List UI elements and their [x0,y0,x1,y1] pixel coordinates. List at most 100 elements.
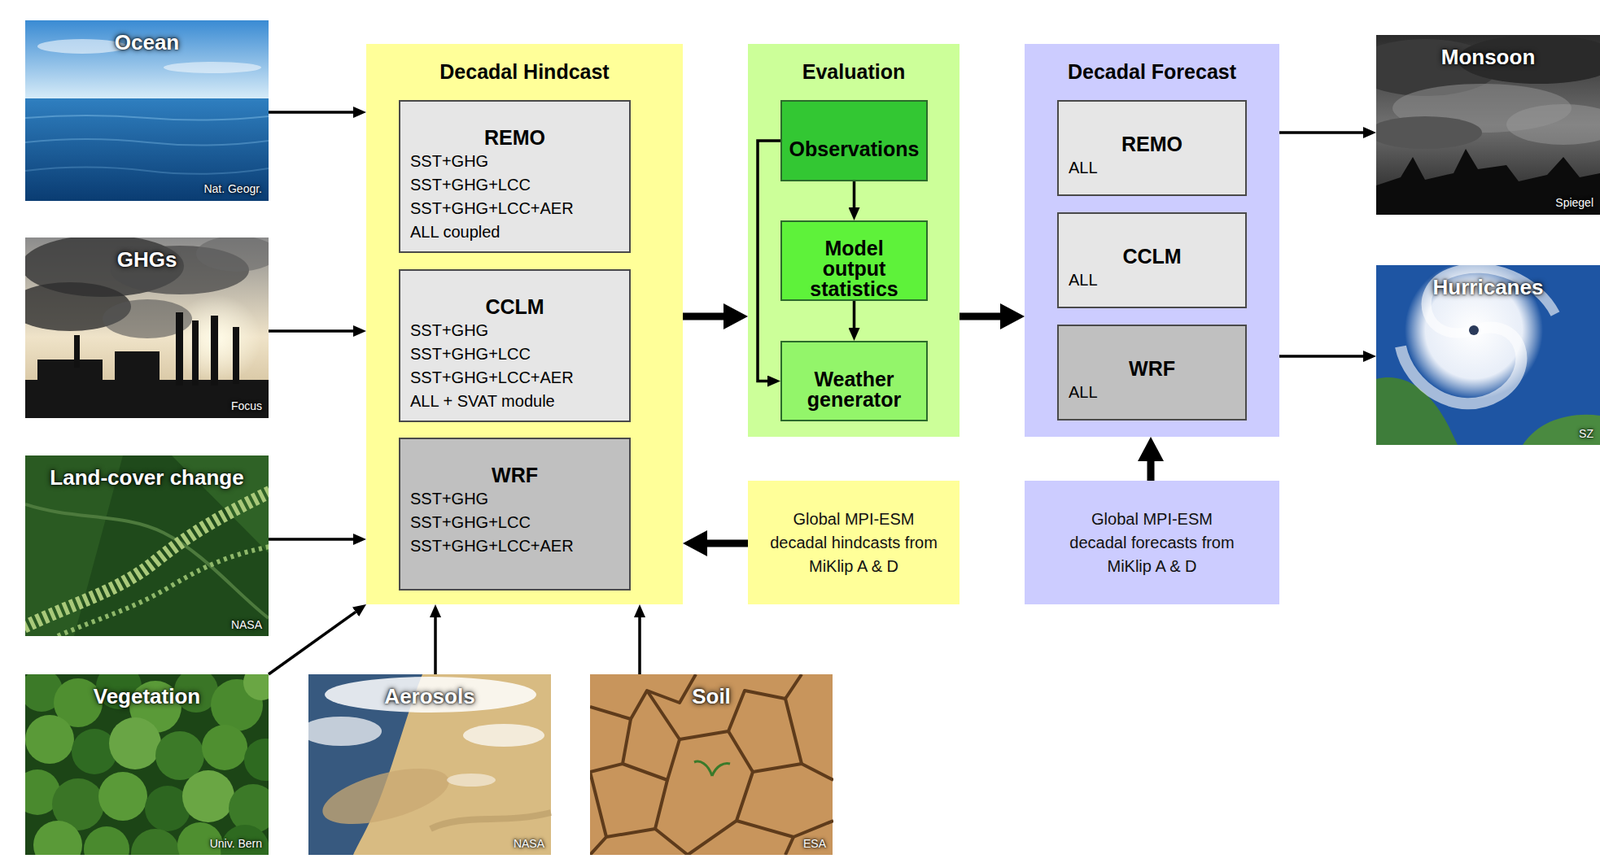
experiment-line: SST+GHG+LCC+AER [410,366,620,390]
soil-photo [728,731,834,781]
model-name: CCLM [1068,244,1236,269]
vegetation-photo [244,738,269,782]
box-label: Observations [789,139,920,160]
vegetation-photo [83,826,130,856]
photo-tile: GHGsFocus [25,237,269,418]
vegetation-photo [155,731,205,781]
arrow-connector [757,140,781,382]
photo-credit: NASA [231,618,263,632]
experiment-line: SST+GHG+LCC [410,511,620,535]
photo-tile: AerosolsNASA [308,674,551,856]
experiment-line: ALL coupled [410,220,620,245]
arrow-connector [682,313,724,321]
soil-photo [590,674,696,720]
model-name: REMO [410,126,620,150]
soil-photo [785,699,802,765]
soil-photo [736,821,834,838]
monsoon-photo [1506,104,1600,145]
panel-title: Decadal Forecast [1024,60,1280,84]
experiment-line: ALL [1068,156,1236,180]
soil-photo [590,772,607,838]
photo-credit: SZ [1578,427,1594,441]
photo-credit: Spiegel [1555,196,1594,210]
arrow-connector [1279,354,1364,359]
forecast-panel: Decadal ForecastREMOALLCCLMALLWRFALL [1024,43,1280,438]
soil-photo [655,829,688,856]
tile-label: Land-cover change [25,465,269,491]
aerosol-photo [463,724,545,748]
photo-tile: VegetationUniv. Bern [25,674,269,856]
panel-title: Evaluation [747,60,960,84]
photo-tile: HurricanesSZ [1376,265,1600,446]
ocean-photo [25,167,269,175]
ghg-photo [210,315,219,386]
model-box: CCLMSST+GHGSST+GHG+LCCSST+GHG+LCC+AERALL… [398,269,631,423]
experiment-line: SST+GHG+LCC [410,173,620,197]
vegetation-photo [182,770,235,823]
box-label: Weather generator [806,369,903,411]
arrow-connector [852,181,857,208]
experiment-line: SST+GHG+LCC+AER [410,534,620,559]
photo-credit: NASA [513,837,545,851]
hurricane-photo [1468,325,1479,336]
experiment-line: SST+GHG [410,319,620,343]
box-label: Global MPI-ESM decadal forecasts from Mi… [1062,507,1243,579]
ghg-photo [25,237,269,419]
ghg-photo [114,351,160,385]
arrow-connector [707,540,748,548]
tile-label: Monsoon [1376,44,1600,70]
soil-photo [590,674,834,856]
ghg-photo [25,380,269,419]
arrow-connector [852,301,857,328]
vegetation-photo [201,725,248,771]
soil-photo [785,837,794,856]
model-box: WRFALL [1057,324,1247,421]
evaluation-panel: EvaluationObservationsModel output stati… [747,43,960,438]
tile-label: Soil [590,684,833,710]
soil-photo [622,690,680,781]
photo-credit: ESA [803,837,827,851]
arrow-connector [268,537,354,542]
model-name: CCLM [410,295,620,320]
ocean-photo [25,20,269,202]
ocean-photo [37,39,127,54]
aerosol-photo [430,813,551,830]
hurricane-photo [1376,265,1600,446]
soil-photo [694,761,731,777]
land-cover-photo [57,545,269,637]
ocean-photo [25,115,269,121]
tile-label: Hurricanes [1376,275,1600,301]
experiment-line: ALL [1068,268,1236,293]
aerosol-photo [308,674,551,856]
ghg-photo [192,320,199,386]
aerosol-photo [308,716,382,747]
model-name: REMO [1068,132,1236,157]
experiment-line: SST+GHG+LCC [410,342,620,367]
ghg-photo [196,237,269,272]
source-box: Global MPI-ESM decadal forecasts from Mi… [1024,480,1280,605]
photo-credit: Nat. Geogr. [203,182,263,196]
process-box: Model output statistics [780,220,928,302]
arrow-connector [1279,131,1364,135]
ocean-photo [25,20,269,99]
vegetation-photo [25,715,75,765]
tile-label: Vegetation [25,684,269,710]
experiment-line: ALL + SVAT module [410,389,620,414]
monsoon-photo [1376,148,1600,215]
ghg-photo [175,312,184,386]
land-cover-photo [25,455,269,637]
photo-tile: SoilESA [590,674,833,856]
tile-label: Ocean [25,30,269,56]
ghg-photo [232,327,240,385]
vegetation-photo [25,674,269,856]
vegetation-photo [33,821,83,856]
tile-label: Aerosols [308,684,551,710]
soil-photo [687,772,753,856]
aerosol-photo [316,757,455,836]
experiment-line: SST+GHG [410,487,620,512]
tile-label: GHGs [25,247,269,273]
model-box: CCLMALL [1057,212,1247,309]
hurricane-photo [1522,415,1600,446]
experiment-line: ALL [1068,380,1236,405]
model-name: WRF [1068,357,1236,381]
